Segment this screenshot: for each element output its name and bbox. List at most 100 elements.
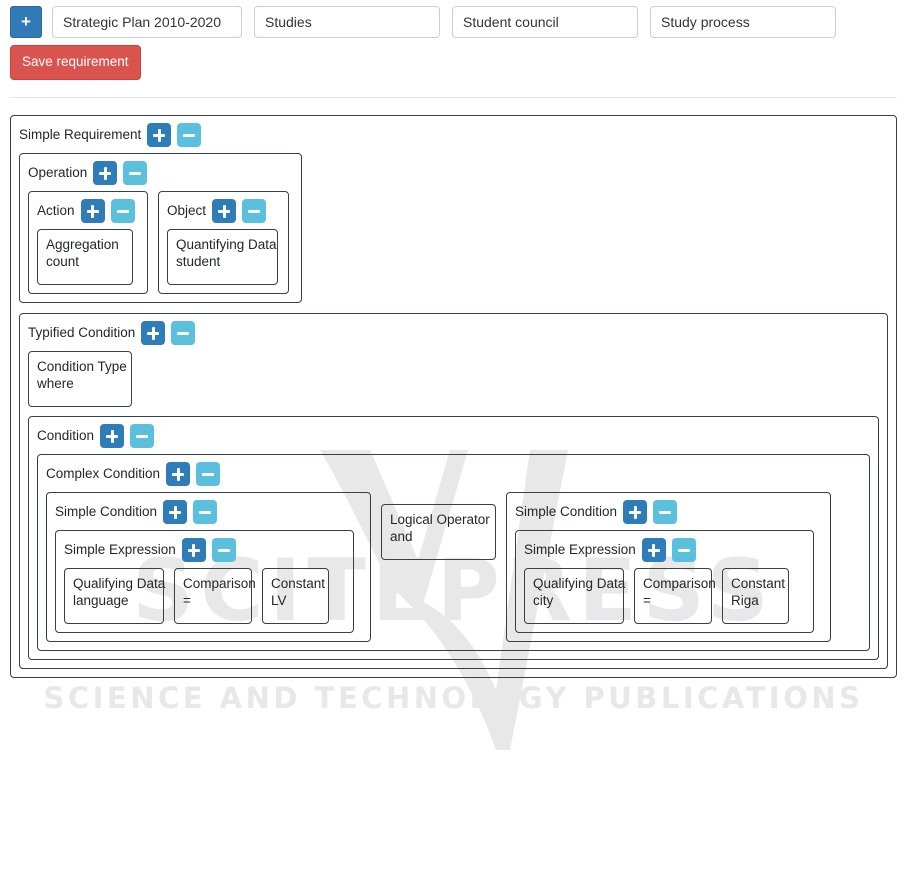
node-simple-condition-left[interactable]: Simple Condition Simple Expression (46, 491, 371, 642)
add-simple-condition-left-icon[interactable] (163, 499, 188, 524)
add-simple-expression-right-icon[interactable] (641, 537, 666, 562)
typified-condition-children: Condition Type where Condition (28, 350, 879, 660)
toolbar-row: + Strategic Plan 2010-2020 Studies Stude… (0, 6, 907, 38)
remove-condition-icon[interactable] (130, 423, 155, 448)
header-divider (10, 96, 897, 98)
condition-children: Complex Condition Simple Condition (37, 453, 870, 651)
node-label-action: Action (37, 202, 75, 218)
node-label-typified-condition: Typified Condition (28, 324, 136, 340)
node-header: Typified Condition (28, 320, 879, 345)
leaf-value: and (390, 528, 413, 544)
node-label-simple-condition-left: Simple Condition (55, 503, 158, 519)
add-condition-icon[interactable] (100, 423, 125, 448)
remove-simple-expression-left-icon[interactable] (211, 537, 236, 562)
node-simple-expression-left[interactable]: Simple Expression Qualifying Data (55, 529, 354, 633)
input-studies[interactable]: Studies (254, 6, 440, 38)
node-simple-condition-right[interactable]: Simple Condition Simple Expression (506, 491, 831, 642)
node-condition[interactable]: Condition Complex Condition (28, 415, 879, 660)
add-typified-condition-icon[interactable] (141, 320, 166, 345)
add-operation-icon[interactable] (93, 160, 118, 185)
node-label-simple-requirement: Simple Requirement (19, 126, 142, 142)
requirement-tree: Simple Requirement Operation Action (0, 114, 907, 678)
watermark-tagline: SCIENCE AND TECHNOLOGY PUBLICATIONS (43, 681, 864, 715)
simple-requirement-children: Operation Action Aggreg (19, 152, 888, 669)
node-header: Simple Expression (64, 537, 345, 562)
leaf-qualifying-data-city[interactable]: Qualifying Data city (524, 567, 626, 624)
leaf-type: Quantifying Data (176, 236, 277, 252)
remove-object-icon[interactable] (242, 198, 267, 223)
node-complex-condition[interactable]: Complex Condition Simple Condition (37, 453, 870, 651)
simple-condition-left-children: Simple Expression Qualifying Data (55, 529, 362, 633)
input-study-process[interactable]: Study process (650, 6, 836, 38)
leaf-value: language (73, 592, 129, 608)
add-action-icon[interactable] (80, 198, 105, 223)
leaf-aggregation[interactable]: Aggregation count (37, 228, 133, 285)
node-label-simple-expression-left: Simple Expression (64, 541, 176, 557)
node-action[interactable]: Action Aggregation count (28, 190, 148, 294)
node-simple-requirement[interactable]: Simple Requirement Operation Action (10, 114, 897, 678)
object-children: Quantifying Data student (167, 228, 280, 285)
complex-condition-children: Simple Condition Simple Expression (46, 491, 861, 642)
simple-expression-left-children: Qualifying Data language Comparison = (64, 567, 345, 624)
node-header: Simple Condition (515, 499, 822, 524)
simple-condition-right-children: Simple Expression Qualifying Data (515, 529, 822, 633)
input-student-council[interactable]: Student council (452, 6, 638, 38)
remove-simple-condition-right-icon[interactable] (653, 499, 678, 524)
node-simple-expression-right[interactable]: Simple Expression Qualifying Data (515, 529, 814, 633)
leaf-value: LV (271, 592, 287, 608)
node-header: Condition (37, 423, 870, 448)
remove-complex-condition-icon[interactable] (196, 461, 221, 486)
leaf-type: Comparison (183, 575, 256, 591)
remove-typified-condition-icon[interactable] (171, 320, 196, 345)
node-operation[interactable]: Operation Action Aggreg (19, 152, 302, 303)
node-header: Simple Expression (524, 537, 805, 562)
toolbar: + Strategic Plan 2010-2020 Studies Stude… (0, 0, 907, 80)
leaf-quantifying-data-student[interactable]: Quantifying Data student (167, 228, 278, 285)
leaf-type: Aggregation (46, 236, 119, 252)
node-header: Action (37, 198, 139, 223)
leaf-logical-operator[interactable]: Logical Operator and (381, 503, 496, 560)
node-object[interactable]: Object Quantifying Data student (158, 190, 289, 294)
leaf-value: = (643, 592, 651, 608)
leaf-constant-lv[interactable]: Constant LV (262, 567, 329, 624)
leaf-type: Logical Operator (390, 511, 490, 527)
leaf-type: Condition Type (37, 358, 127, 374)
leaf-value: city (533, 592, 554, 608)
node-label-complex-condition: Complex Condition (46, 465, 161, 481)
input-strategic-plan[interactable]: Strategic Plan 2010-2020 (52, 6, 242, 38)
leaf-comparison-left[interactable]: Comparison = (174, 567, 256, 624)
remove-action-icon[interactable] (110, 198, 135, 223)
remove-simple-requirement-icon[interactable] (177, 122, 202, 147)
action-children: Aggregation count (37, 228, 139, 285)
save-requirement-button[interactable]: Save requirement (10, 45, 141, 80)
node-header: Simple Condition (55, 499, 362, 524)
leaf-condition-type[interactable]: Condition Type where (28, 350, 132, 407)
add-simple-expression-left-icon[interactable] (181, 537, 206, 562)
add-object-icon[interactable] (212, 198, 237, 223)
remove-operation-icon[interactable] (123, 160, 148, 185)
add-requirement-button[interactable]: + (10, 6, 42, 38)
leaf-value: where (37, 375, 74, 391)
node-header: Object (167, 198, 280, 223)
node-typified-condition[interactable]: Typified Condition Condition Type where … (19, 312, 888, 669)
leaf-type: Qualifying Data (533, 575, 626, 591)
node-header: Operation (28, 160, 293, 185)
leaf-comparison-right[interactable]: Comparison = (634, 567, 716, 624)
leaf-value: = (183, 592, 191, 608)
remove-simple-expression-right-icon[interactable] (671, 537, 696, 562)
add-simple-condition-right-icon[interactable] (623, 499, 648, 524)
leaf-qualifying-data-language[interactable]: Qualifying Data language (64, 567, 166, 624)
add-simple-requirement-icon[interactable] (147, 122, 172, 147)
leaf-type: Constant (271, 575, 326, 591)
leaf-constant-riga[interactable]: Constant Riga (722, 567, 789, 624)
leaf-type: Qualifying Data (73, 575, 166, 591)
remove-simple-condition-left-icon[interactable] (193, 499, 218, 524)
leaf-value: Riga (731, 592, 759, 608)
operation-children: Action Aggregation count (28, 190, 293, 294)
node-label-object: Object (167, 202, 207, 218)
node-label-simple-expression-right: Simple Expression (524, 541, 636, 557)
leaf-value: student (176, 253, 221, 269)
node-label-simple-condition-right: Simple Condition (515, 503, 618, 519)
node-header: Simple Requirement (19, 122, 888, 147)
add-complex-condition-icon[interactable] (166, 461, 191, 486)
